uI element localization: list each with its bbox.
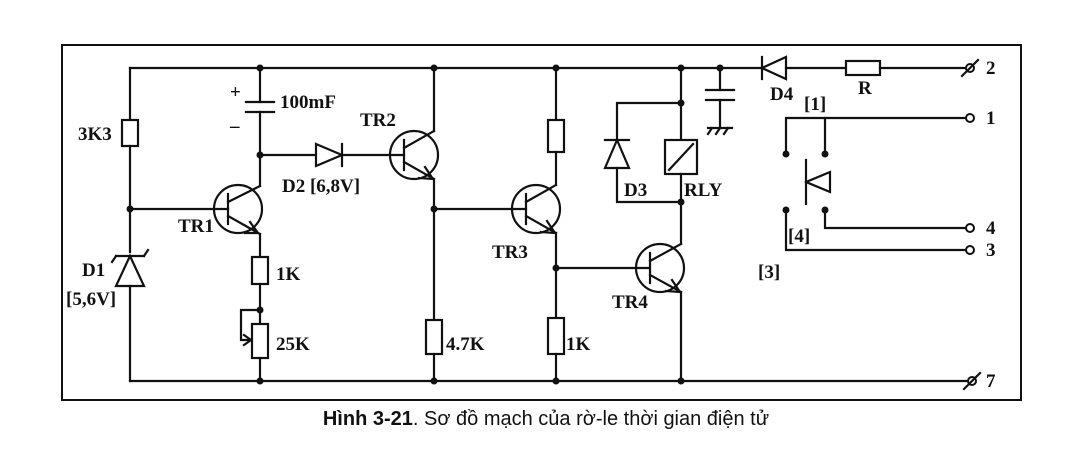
diode-d2 bbox=[314, 142, 345, 168]
label-100mf: 100mF bbox=[280, 92, 336, 113]
junction bbox=[256, 151, 264, 159]
ground-hatch bbox=[706, 126, 714, 136]
ground-hatch bbox=[714, 126, 722, 136]
label-terminal-4: 4 bbox=[986, 218, 996, 239]
junction bbox=[677, 99, 685, 107]
label-tr1: TR1 bbox=[178, 216, 214, 237]
ground-hatch bbox=[722, 126, 730, 136]
figure-caption: Hình 3-21. Sơ đồ mạch của rờ-le thời gia… bbox=[0, 408, 1092, 431]
junction bbox=[552, 377, 560, 385]
label-tr2: TR2 bbox=[360, 110, 396, 131]
tr1-collector bbox=[226, 184, 262, 204]
label-terminal-1: 1 bbox=[986, 108, 996, 129]
junction bbox=[552, 64, 560, 72]
contact-pin bbox=[782, 206, 790, 214]
label-4k7: 4.7K bbox=[446, 334, 485, 355]
resistor-1k-a bbox=[250, 255, 270, 286]
junction bbox=[716, 64, 724, 72]
tr3-collector bbox=[524, 183, 558, 204]
label-terminal-7: 7 bbox=[986, 371, 996, 392]
resistor-3k3 bbox=[120, 118, 140, 148]
circuit-diagram: 3K3 + – 100mF TR1 TR2 D2 [6,8V] D1 [5,6V… bbox=[61, 44, 1022, 401]
junction bbox=[677, 198, 685, 206]
label-d1-rating: [5,6V] bbox=[66, 289, 116, 310]
junction bbox=[677, 377, 685, 385]
wire bbox=[615, 166, 683, 204]
label-contact-4: [4] bbox=[788, 226, 810, 247]
label-d2: D2 [6,8V] bbox=[282, 176, 360, 197]
tr1-emitter-arrow bbox=[243, 220, 261, 235]
label-rly: RLY bbox=[684, 180, 723, 201]
contact-wire-to-4 bbox=[823, 212, 968, 230]
label-1k-a: 1K bbox=[276, 264, 301, 285]
wire bbox=[615, 101, 683, 142]
relay-coil-slash bbox=[667, 142, 695, 172]
figure-caption-text: . Sơ đồ mạch của rờ-le thời gian điện tử bbox=[412, 408, 770, 430]
label-tr3: TR3 bbox=[492, 242, 528, 263]
terminal-3 bbox=[965, 245, 975, 255]
junction bbox=[430, 205, 438, 213]
label-cap-plus: + bbox=[230, 82, 241, 103]
pot-25k-wiper-arrow bbox=[242, 333, 253, 347]
label-cap-minus: – bbox=[229, 116, 240, 137]
contact-wire-top-left bbox=[784, 116, 827, 152]
junction bbox=[430, 377, 438, 385]
tr3-emitter bbox=[524, 214, 558, 235]
junction bbox=[552, 264, 560, 272]
resistor-1k-b bbox=[546, 316, 566, 356]
label-d1: D1 bbox=[82, 260, 105, 281]
label-25k: 25K bbox=[276, 334, 310, 355]
label-1k-b: 1K bbox=[566, 334, 591, 355]
label-contact-3: [3] bbox=[758, 262, 780, 283]
resistor-4k7 bbox=[424, 318, 444, 356]
contact-pin bbox=[821, 150, 829, 158]
figure-number: Hình 3-21 bbox=[322, 408, 413, 430]
label-contact-1: [1] bbox=[804, 94, 826, 115]
label-d3: D3 bbox=[624, 180, 647, 201]
junction bbox=[430, 64, 438, 72]
label-d4: D4 bbox=[770, 84, 794, 105]
diode-d4 bbox=[759, 55, 788, 81]
terminal-2-slash bbox=[960, 58, 980, 78]
tr1-emitter bbox=[226, 214, 262, 236]
junction bbox=[256, 306, 264, 314]
resistor-r bbox=[844, 59, 882, 77]
tr2-collector bbox=[402, 129, 436, 150]
junction bbox=[256, 377, 264, 385]
junction bbox=[677, 64, 685, 72]
terminal-4 bbox=[965, 223, 975, 233]
label-terminal-3: 3 bbox=[986, 240, 996, 261]
diode-d3 bbox=[603, 137, 631, 170]
tr4-emitter bbox=[648, 273, 683, 294]
contact-switch-arm bbox=[804, 170, 832, 194]
label-r: R bbox=[858, 78, 872, 99]
junction bbox=[126, 205, 134, 213]
label-tr4: TR4 bbox=[612, 292, 648, 313]
tr4-collector bbox=[648, 242, 683, 263]
contact-wire-to-3 bbox=[784, 212, 968, 252]
terminal-7-slash bbox=[962, 371, 982, 391]
zener-d1-tip bbox=[110, 254, 118, 264]
label-3k3: 3K3 bbox=[78, 124, 112, 145]
pot-25k-wiper bbox=[239, 308, 262, 342]
terminal-1 bbox=[965, 113, 975, 123]
pot-25k bbox=[250, 322, 270, 360]
diagram-frame bbox=[61, 44, 1022, 401]
contact-pin bbox=[782, 150, 790, 158]
label-terminal-2: 2 bbox=[986, 58, 996, 79]
zener-d1 bbox=[114, 253, 146, 288]
resistor-tr3-collector bbox=[546, 118, 566, 154]
zener-d1-tip bbox=[142, 248, 150, 258]
contact-pin bbox=[821, 206, 829, 214]
junction bbox=[256, 64, 264, 72]
tr2-emitter bbox=[402, 160, 436, 181]
